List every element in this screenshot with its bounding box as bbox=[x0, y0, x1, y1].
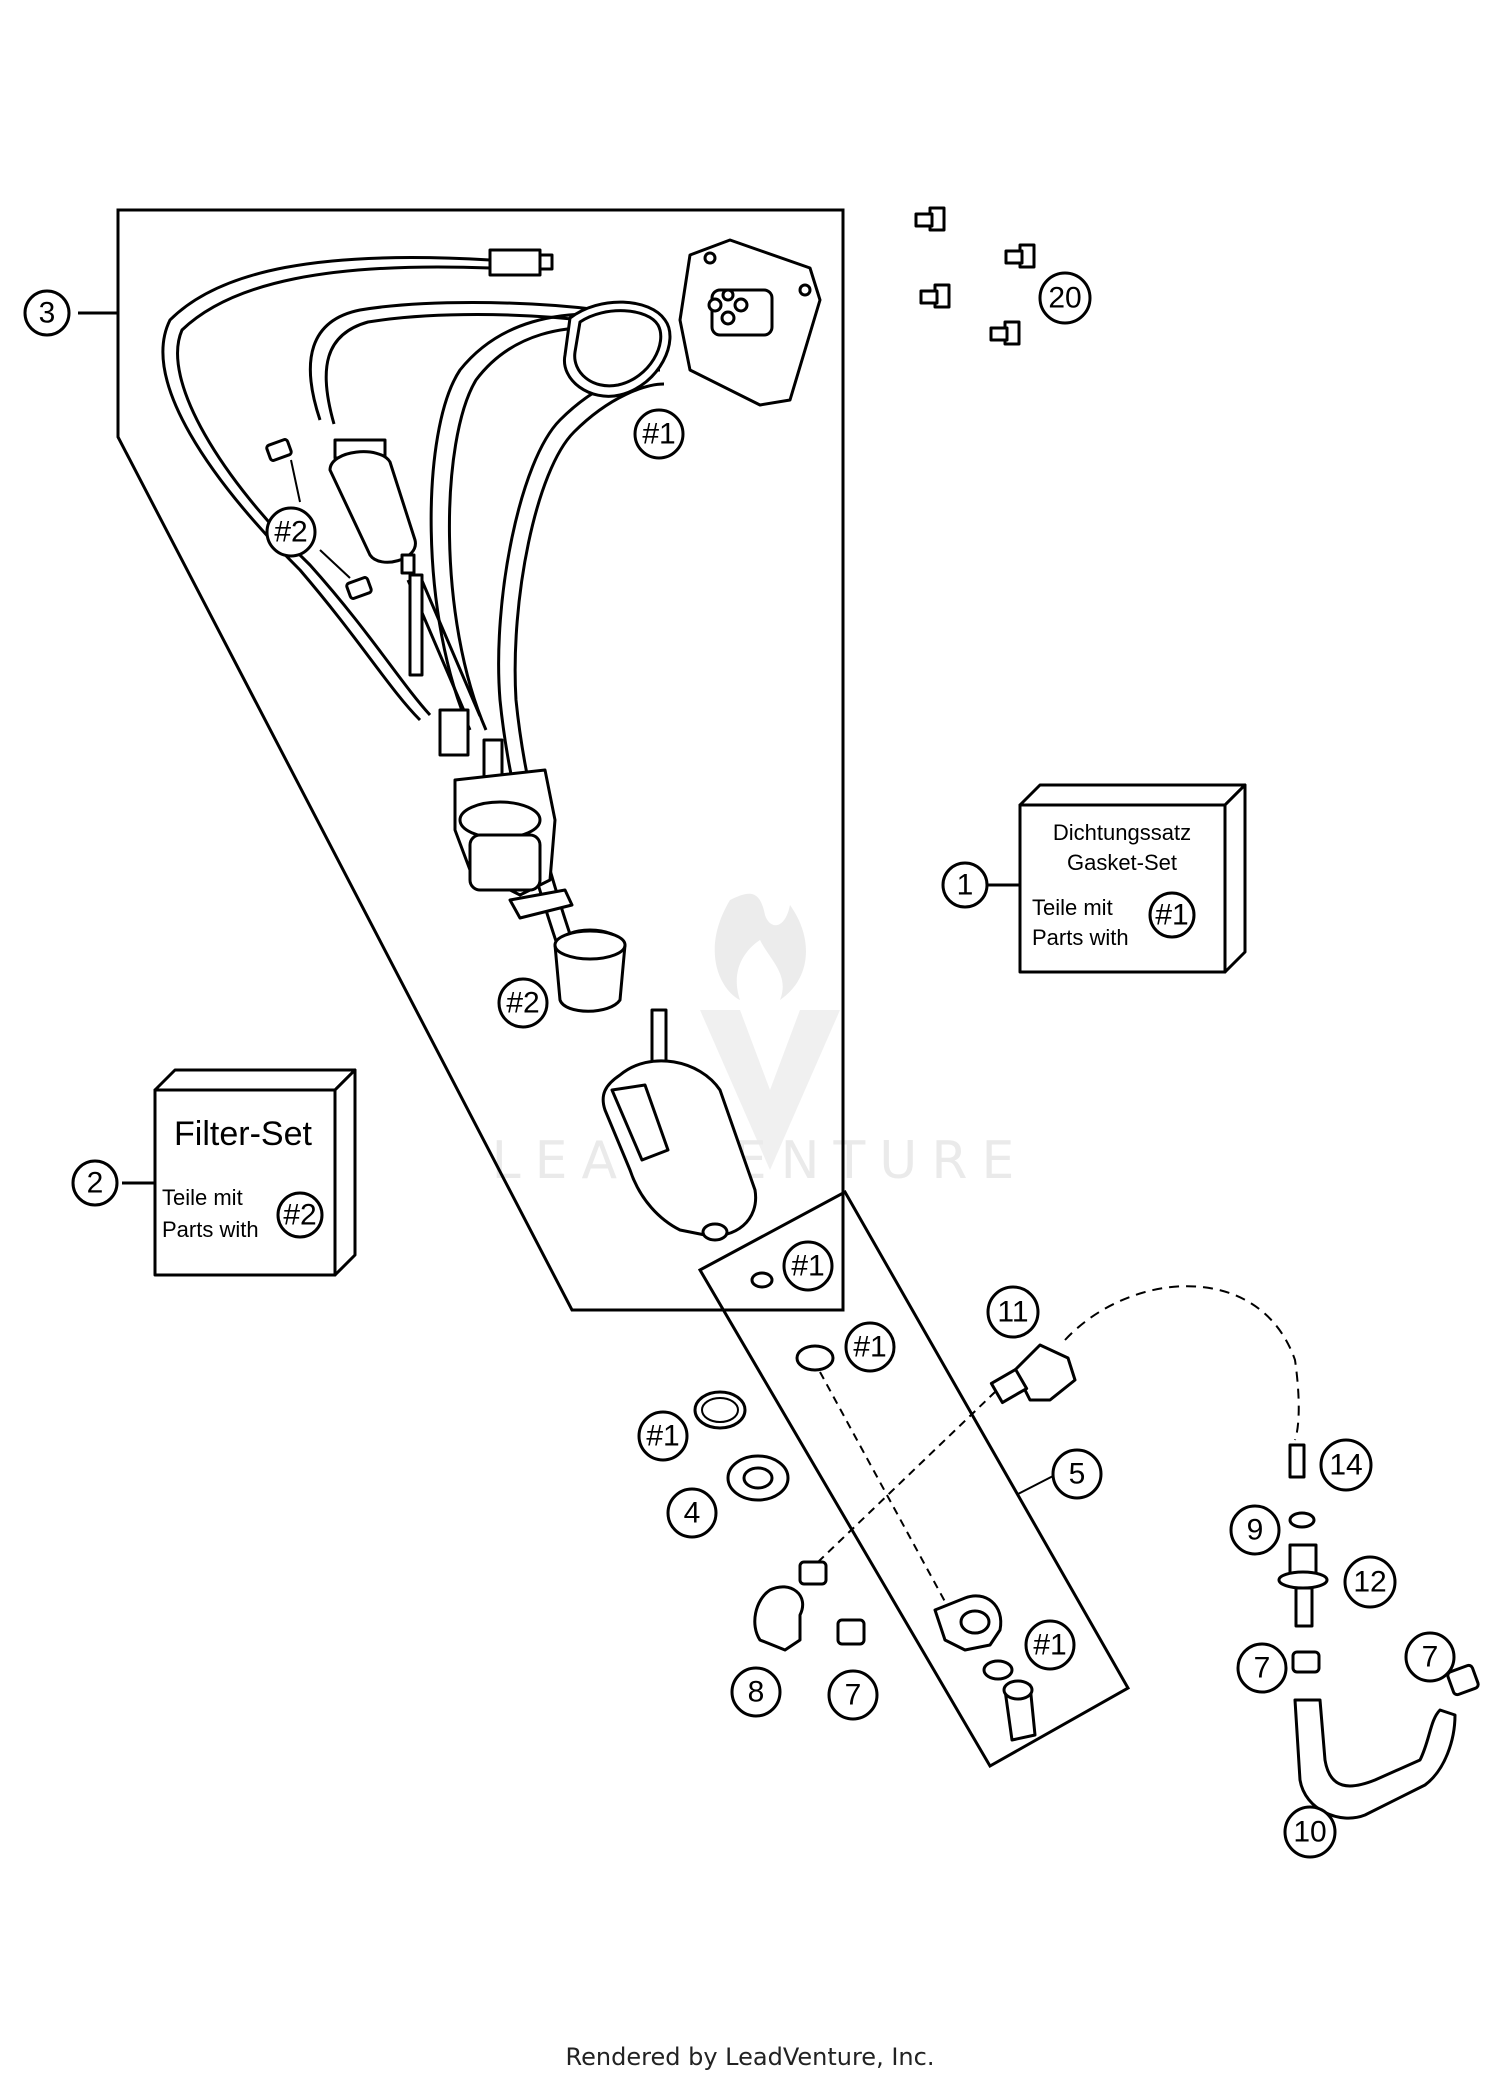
svg-text:20: 20 bbox=[1048, 282, 1081, 315]
filter-box-title: Filter-Set bbox=[174, 1115, 312, 1153]
svg-text:1: 1 bbox=[957, 869, 974, 902]
callout-14: 14 bbox=[1319, 1438, 1373, 1492]
quick-connector-elbow bbox=[933, 1594, 1003, 1652]
callout-11: 11 bbox=[986, 1285, 1040, 1339]
svg-text:3: 3 bbox=[39, 297, 56, 330]
fuel-hoses bbox=[308, 301, 665, 1011]
filter-set-box: Filter-Set Teile mit Parts with bbox=[153, 1068, 357, 1277]
svg-text:#1: #1 bbox=[791, 1250, 824, 1283]
svg-text:5: 5 bbox=[1069, 1458, 1086, 1491]
svg-text:#1: #1 bbox=[642, 418, 675, 451]
fuel-pump-assembly-outline bbox=[116, 208, 845, 1312]
svg-text:#2: #2 bbox=[274, 516, 307, 549]
filter-box-line2: Parts with bbox=[162, 1217, 259, 1242]
hose-clamp-7-right bbox=[1446, 1663, 1480, 1697]
svg-text:#1: #1 bbox=[1033, 1629, 1066, 1662]
callout-hash1-panel-low: #1 bbox=[1024, 1619, 1076, 1671]
screws-20 bbox=[914, 206, 1036, 346]
svg-text:11: 11 bbox=[997, 1296, 1028, 1329]
svg-text:4: 4 bbox=[684, 1497, 701, 1530]
svg-text:7: 7 bbox=[1254, 1652, 1271, 1685]
svg-text:#2: #2 bbox=[506, 987, 539, 1020]
callout-9: 9 bbox=[1229, 1504, 1281, 1556]
callout-20: 20 bbox=[1038, 271, 1092, 325]
grommet-4 bbox=[726, 1454, 790, 1502]
svg-text:12: 12 bbox=[1353, 1566, 1386, 1599]
hose-clamp-7-mid bbox=[1291, 1650, 1321, 1674]
o-ring bbox=[795, 1344, 835, 1372]
pump-flange bbox=[678, 238, 822, 407]
o-ring-lower bbox=[982, 1659, 1014, 1681]
inline-fuel-filter bbox=[328, 438, 424, 677]
pin-14 bbox=[1288, 1443, 1306, 1479]
gasket-box-line2: Gasket-Set bbox=[1067, 850, 1177, 875]
svg-text:7: 7 bbox=[1422, 1641, 1439, 1674]
fitting-nipple bbox=[1002, 1679, 1037, 1742]
gasket-box-line4: Parts with bbox=[1032, 925, 1129, 950]
svg-text:9: 9 bbox=[1247, 1514, 1264, 1547]
watermark: LEADVENTURE bbox=[492, 893, 1029, 1191]
small-o-ring bbox=[750, 1271, 774, 1289]
svg-text:#1: #1 bbox=[853, 1331, 886, 1364]
gasket-box-ref-callout: #1 bbox=[1148, 891, 1196, 939]
callout-7b: 7 bbox=[1236, 1642, 1288, 1694]
callout-7c: 7 bbox=[1404, 1631, 1456, 1683]
filter-box-ref-callout: #2 bbox=[276, 1191, 324, 1239]
watermark-text: LEADVENTURE bbox=[492, 1131, 1029, 1191]
o-ring-9 bbox=[1288, 1511, 1316, 1529]
callout-hash1-panel-top: #1 bbox=[782, 1240, 834, 1292]
filter-box-line1: Teile mit bbox=[162, 1185, 243, 1210]
callout-7a: 7 bbox=[827, 1669, 879, 1721]
fuel-line-kit-outline bbox=[697, 1189, 1131, 1769]
gasket-box-line1: Dichtungssatz bbox=[1053, 820, 1191, 845]
flange-gasket bbox=[563, 300, 672, 398]
svg-text:8: 8 bbox=[748, 1676, 765, 1709]
filter-seal-bottom bbox=[345, 576, 373, 600]
svg-text:2: 2 bbox=[87, 1167, 104, 1200]
hose-clamp-7 bbox=[836, 1618, 866, 1646]
svg-text:#1: #1 bbox=[1155, 899, 1188, 932]
hose-clamp-upper bbox=[798, 1560, 828, 1586]
pressure-regulator bbox=[438, 708, 574, 920]
elbow-hose-8 bbox=[753, 1585, 805, 1652]
svg-text:7: 7 bbox=[845, 1679, 862, 1712]
quick-connector-11 bbox=[989, 1343, 1077, 1405]
callout-3: 3 bbox=[23, 289, 71, 337]
callout-10: 10 bbox=[1283, 1805, 1337, 1859]
callout-8: 8 bbox=[730, 1666, 782, 1718]
svg-text:10: 10 bbox=[1293, 1816, 1326, 1849]
svg-text:14: 14 bbox=[1329, 1449, 1362, 1482]
svg-text:#2: #2 bbox=[283, 1199, 316, 1232]
filter-seal-top bbox=[265, 438, 293, 462]
callout-4: 4 bbox=[666, 1487, 718, 1539]
svg-text:#1: #1 bbox=[646, 1420, 679, 1453]
callout-12: 12 bbox=[1343, 1555, 1397, 1609]
callout-hash2-filter: #2 bbox=[265, 506, 317, 558]
callout-5: 5 bbox=[1051, 1448, 1103, 1500]
callout-hash1-flange: #1 bbox=[633, 408, 685, 460]
hose-10 bbox=[1293, 1698, 1457, 1820]
gasket-set-box: Dichtungssatz Gasket-Set Teile mit Parts… bbox=[1018, 783, 1247, 974]
callout-1: 1 bbox=[941, 861, 989, 909]
callout-2: 2 bbox=[71, 1159, 119, 1207]
callout-hash2-strainer: #2 bbox=[497, 977, 549, 1029]
pump-strainer bbox=[553, 928, 627, 1013]
fuel-pump-motor bbox=[601, 1008, 758, 1242]
wiring-harness bbox=[161, 248, 554, 722]
fitting-12 bbox=[1277, 1543, 1329, 1628]
footer-credit: Rendered by LeadVenture, Inc. bbox=[565, 2043, 935, 2071]
callout-hash1-panel-mid: #1 bbox=[844, 1321, 896, 1373]
gasket-box-line3: Teile mit bbox=[1032, 895, 1113, 920]
callout-hash1-left: #1 bbox=[637, 1410, 689, 1462]
